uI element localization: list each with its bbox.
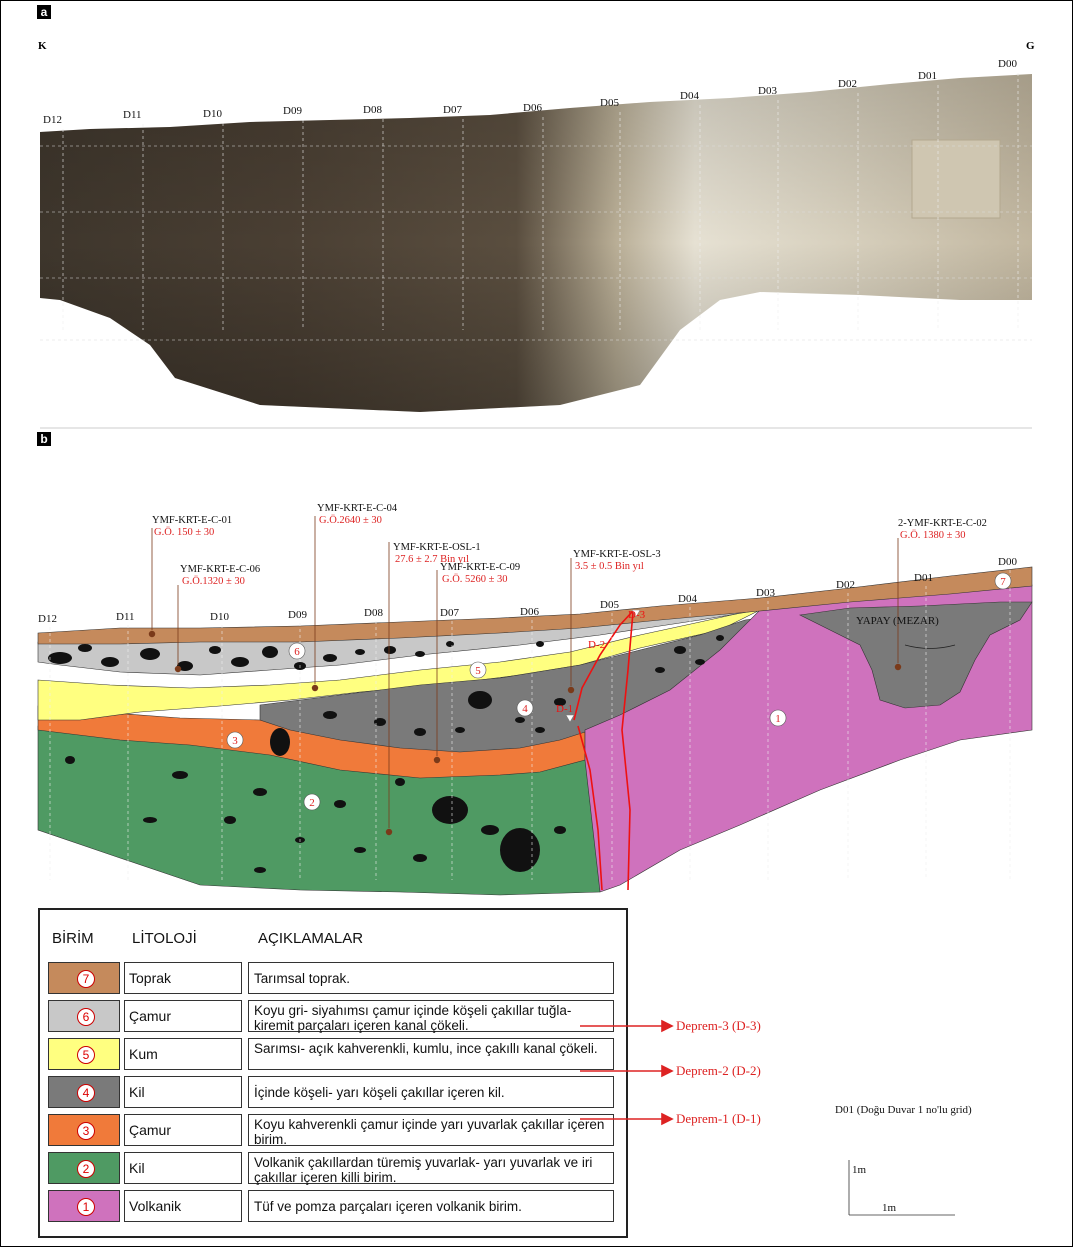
scale-horizontal-label: 1m [882, 1202, 896, 1214]
earthquake-2-label: Deprem-2 (D-2) [676, 1063, 761, 1079]
earthquake-1-label: Deprem-1 (D-1) [676, 1111, 761, 1127]
earthquake-3-label: Deprem-3 (D-3) [676, 1018, 761, 1034]
scale-vertical-label: 1m [852, 1164, 866, 1176]
grid-caption: D01 (Doğu Duvar 1 no'lu grid) [835, 1104, 972, 1116]
